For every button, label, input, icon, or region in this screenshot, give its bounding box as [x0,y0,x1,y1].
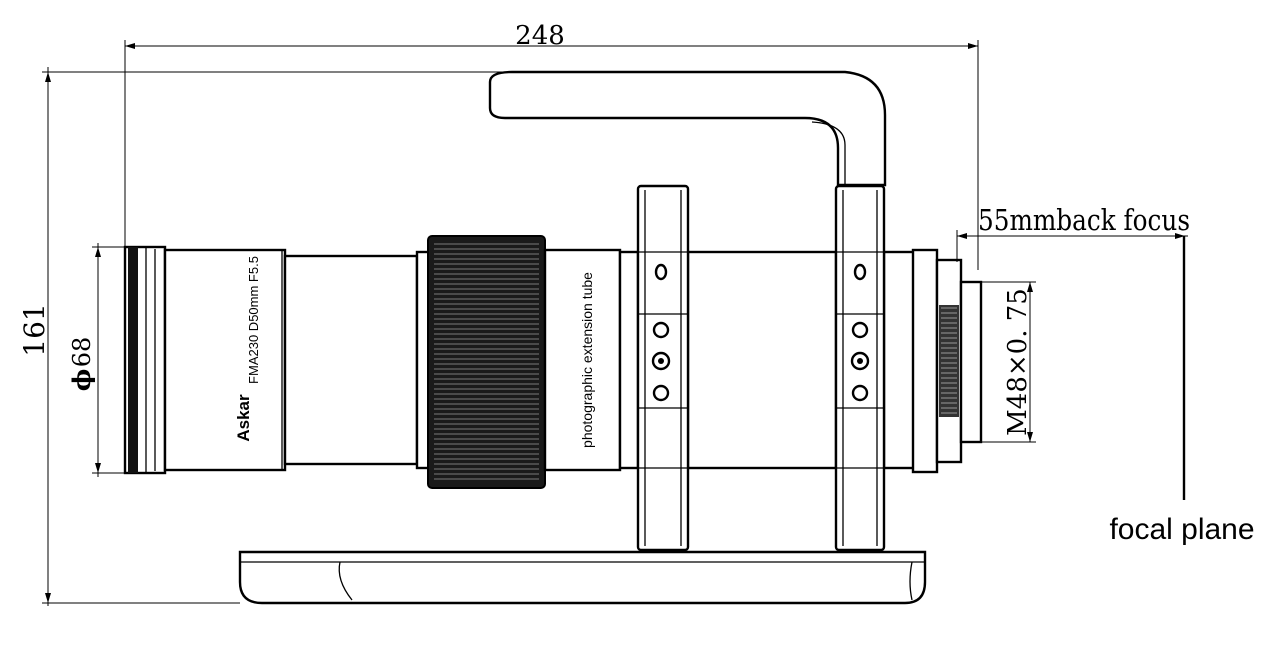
rear-tube [686,250,916,470]
diameter-dimension: ϕ 68 [67,243,125,477]
focus-ring [427,235,546,489]
back-focus-dimension: 55mmback focus [956,203,1190,500]
tube-ring-front [636,184,690,552]
diameter-value: 68 [68,337,96,368]
carry-handle [488,70,887,187]
dew-shield-ring [123,245,167,475]
height-value: 161 [18,303,51,356]
lens-body: Askar FMA230 D50mm F5.5 [163,248,431,472]
focal-plane-label: focal plane [1109,513,1254,546]
thread-label: M48×0. 75 [1003,288,1033,436]
brand-label: Askar [234,394,253,442]
length-value: 248 [515,21,565,51]
thread-dimension: M48×0. 75 [978,281,1036,443]
height-dimension: 161 [18,67,510,606]
back-focus-label: 55mmback focus [978,203,1190,237]
rear-adapter [911,248,983,474]
tube-ring-rear [834,184,886,552]
length-dimension: 248 [124,21,979,270]
extension-tube-label: photographic extension tube [579,272,595,448]
model-label: FMA230 D50mm F5.5 [246,256,261,384]
diameter-symbol: ϕ [67,369,96,392]
extension-tube: photographic extension tube [543,248,640,472]
base-plate [238,550,927,605]
